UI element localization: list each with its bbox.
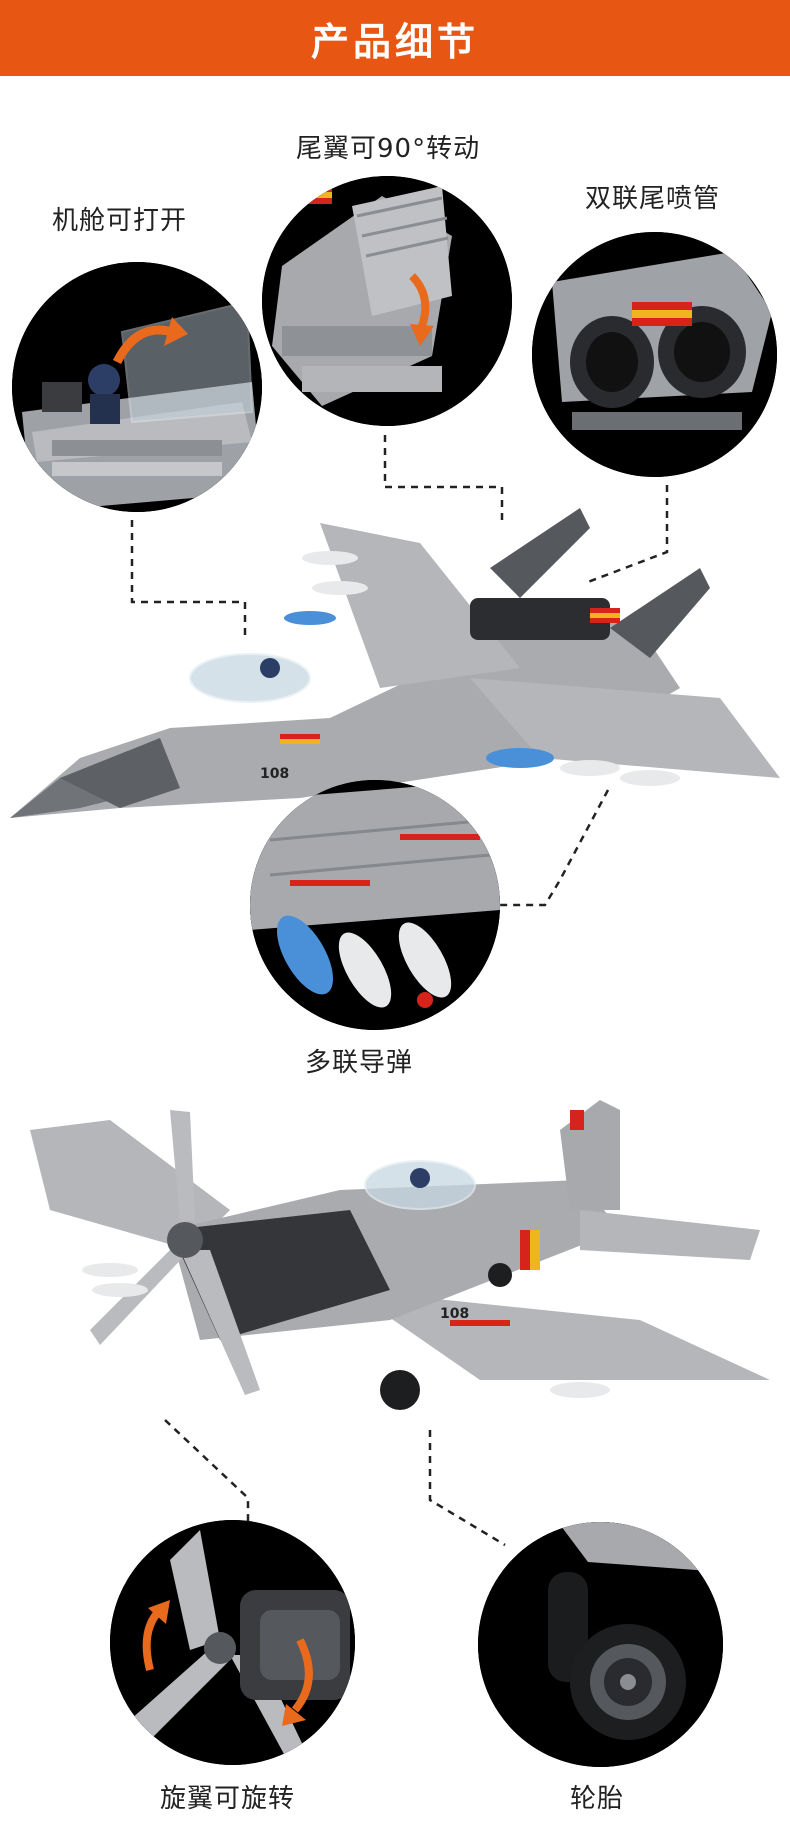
open-arrow-icon — [112, 325, 174, 365]
detail-circle-canopy — [12, 262, 262, 512]
page-title: 产品细节 — [310, 19, 479, 64]
caption-propeller: 旋翼可旋转 — [160, 1784, 296, 1814]
fighter-jet-model: 108 — [0, 488, 790, 838]
detail-circle-nozzle — [532, 232, 777, 477]
detail-circle-tire — [478, 1522, 723, 1767]
caption-tire: 轮胎 — [570, 1784, 625, 1814]
caption-missiles: 多联导弹 — [305, 1048, 414, 1078]
caption-canopy: 机舱可打开 — [52, 206, 188, 236]
rotate-arrow-icon — [409, 273, 430, 328]
prop-number-marking: 108 — [440, 1306, 469, 1322]
caption-tail: 尾翼可90°转动 — [296, 134, 481, 164]
detail-circle-missiles — [250, 780, 500, 1030]
detail-circle-tail — [262, 176, 512, 426]
caption-nozzle: 双联尾喷管 — [585, 184, 721, 214]
jet-number-marking: 108 — [260, 766, 289, 782]
propeller-plane-model: 108 — [20, 1090, 780, 1420]
detail-circle-propeller — [110, 1520, 355, 1765]
leader-tire — [428, 1430, 506, 1547]
header-banner: 产品细节 — [0, 0, 790, 76]
spin-arrow-right-icon — [291, 1638, 313, 1713]
